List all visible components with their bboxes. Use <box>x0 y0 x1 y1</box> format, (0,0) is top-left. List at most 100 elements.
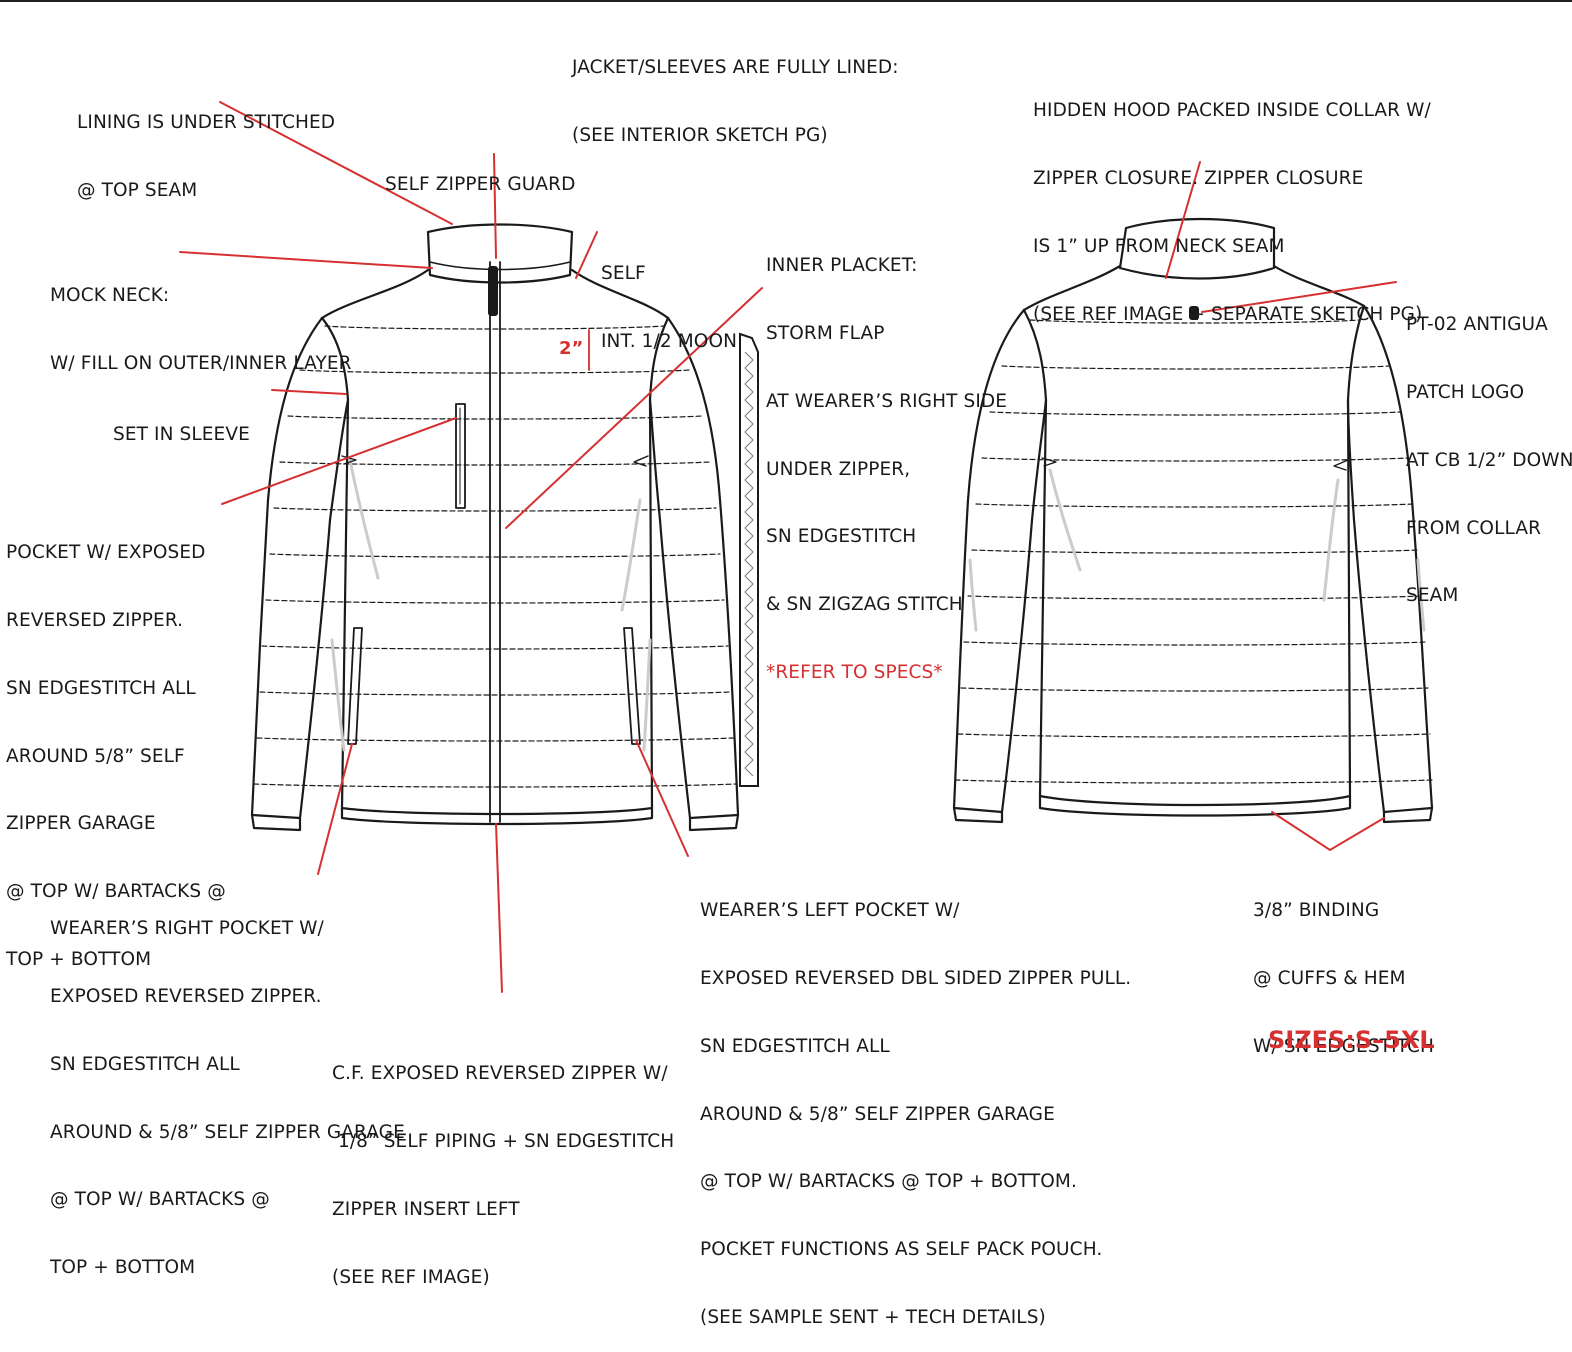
front-shading-right-low <box>642 638 652 752</box>
front-shoulder-right <box>570 268 670 320</box>
leader-chest-pocket <box>221 417 457 505</box>
chest-pocket-note: POCKET W/ EXPOSED REVERSED ZIPPER. SN ED… <box>6 497 226 994</box>
note-line: ZIPPER CLOSURE. ZIPPER CLOSURE <box>1033 167 1364 189</box>
patch-logo <box>1189 306 1199 320</box>
leader-half-moon <box>575 231 598 279</box>
inner-placket-note: INNER PLACKET: STORM FLAP AT WEARER’S RI… <box>766 210 1007 707</box>
note-line: WEARER’S LEFT POCKET W/ <box>700 900 960 922</box>
note-line: SN EDGESTITCH ALL <box>6 677 196 699</box>
note-line: STORM FLAP <box>766 322 885 344</box>
note-line: IS 1” UP FROM NECK SEAM <box>1033 235 1285 257</box>
leader-inner-placket <box>505 287 763 529</box>
lined-note-line: (SEE INTERIOR SKETCH PG) <box>572 124 828 146</box>
note-line: EXPOSED REVERSED ZIPPER. <box>50 985 322 1007</box>
back-jacket-sketch <box>952 217 1434 824</box>
note-line: PATCH LOGO <box>1406 381 1525 403</box>
note-line: @ TOP SEAM <box>77 179 198 201</box>
leader-right-pocket <box>317 743 353 875</box>
lined-note-line: JACKET/SLEEVES ARE FULLY LINED: <box>572 57 899 79</box>
note-line: C.F. EXPOSED REVERSED ZIPPER W/ <box>332 1063 668 1085</box>
leader-binding <box>1271 811 1385 852</box>
inner-placket-sketch <box>739 332 759 787</box>
note-line: (SEE SAMPLE SENT + TECH DETAILS) <box>700 1306 1046 1328</box>
note-line: SN EDGESTITCH ALL <box>700 1035 890 1057</box>
binding-note: 3/8” BINDING @ CUFFS & HEM W/ SN EDGESTI… <box>1253 855 1434 1081</box>
back-sleeve-detail-right <box>1333 459 1349 471</box>
back-sleeve-left <box>952 308 1048 814</box>
back-shoulder-right <box>1272 264 1366 308</box>
note-line: AT CB 1/2” DOWN <box>1406 449 1572 471</box>
quilt-spacing-label: 2” <box>559 338 584 359</box>
right-hand-pocket <box>347 627 363 745</box>
note-line: 1/8” SELF PIPING + SN EDGESTITCH <box>332 1130 675 1152</box>
note-line: SN EDGESTITCH <box>766 526 917 548</box>
front-shading-left-low <box>330 638 346 752</box>
back-shading-right-low <box>1416 558 1426 632</box>
note-line: INT. 1/2 MOON <box>601 330 738 352</box>
cf-zipper-note: C.F. EXPOSED REVERSED ZIPPER W/ 1/8” SEL… <box>332 1018 674 1312</box>
leader-set-in-sleeve <box>271 389 347 395</box>
leader-left-pocket <box>635 739 689 857</box>
note-line: LINING IS UNDER STITCHED <box>77 112 336 134</box>
note-line: (SEE REF IMAGE) <box>332 1266 490 1288</box>
note-line: FROM COLLAR <box>1406 517 1542 539</box>
note-line: AROUND & 5/8” SELF ZIPPER GARAGE <box>700 1103 1055 1125</box>
left-hand-pocket <box>623 627 641 745</box>
note-line: SEAM <box>1406 585 1459 607</box>
note-line: ZIPPER GARAGE <box>6 813 156 835</box>
note-line: 3/8” BINDING <box>1253 900 1380 922</box>
front-sleeve-right <box>648 316 740 820</box>
note-line: AT WEARER’S RIGHT SIDE <box>766 390 1008 412</box>
leader-zipper-guard <box>493 153 497 259</box>
patch-logo-note: PT-02 ANTIGUA PATCH LOGO AT CB 1/2” DOWN… <box>1406 269 1572 631</box>
note-line: & SN ZIGZAG STITCH <box>766 594 963 616</box>
note-line: WEARER’S RIGHT POCKET W/ <box>50 918 324 940</box>
note-line: INNER PLACKET: <box>766 255 918 277</box>
note-line: REVERSED ZIPPER. <box>6 609 184 631</box>
leader-patch-logo <box>1201 281 1397 313</box>
front-jacket-sketch <box>250 223 740 832</box>
note-line: POCKET W/ EXPOSED <box>6 542 206 564</box>
set-in-sleeve-note: SET IN SLEEVE <box>113 379 250 469</box>
back-shading-left <box>1048 468 1082 572</box>
note-line: W/ FILL ON OUTER/INNER LAYER <box>50 352 352 374</box>
back-sleeve-detail-left <box>1041 457 1057 467</box>
tech-sketch <box>179 101 1434 993</box>
front-hem-band <box>340 806 654 826</box>
back-sleeve-right <box>1346 304 1434 814</box>
note-line: UNDER ZIPPER, <box>766 458 911 480</box>
hidden-hood-note: HIDDEN HOOD PACKED INSIDE COLLAR W/ ZIPP… <box>1033 55 1431 349</box>
note-line: W/ SN EDGESTITCH <box>1253 1035 1434 1057</box>
zipper-guard-note: SELF ZIPPER GUARD <box>385 129 575 219</box>
back-collar <box>1118 217 1276 280</box>
front-shading-left <box>348 458 380 580</box>
note-line: SELF <box>601 263 646 285</box>
half-moon-note: SELF INT. 1/2 MOON <box>601 218 737 376</box>
front-shading-right <box>620 498 642 612</box>
back-shading-right <box>1322 478 1340 602</box>
note-line: ZIPPER INSERT LEFT <box>332 1198 520 1220</box>
note-line: SELF ZIPPER GUARD <box>385 174 576 196</box>
front-collar <box>426 223 574 284</box>
note-line: @ TOP W/ BARTACKS @ <box>6 881 226 903</box>
top-border <box>0 0 1572 2</box>
left-pocket-note: WEARER’S LEFT POCKET W/ EXPOSED REVERSED… <box>700 855 1131 1352</box>
callout-lines <box>179 101 1397 993</box>
note-line: @ CUFFS & HEM <box>1253 967 1406 989</box>
note-line: PT-02 ANTIGUA <box>1406 314 1548 336</box>
note-line: AROUND 5/8” SELF <box>6 745 185 767</box>
note-line: (SEE REF IMAGE + SEPARATE SKETCH PG) <box>1033 303 1423 325</box>
note-line: HIDDEN HOOD PACKED INSIDE COLLAR W/ <box>1033 100 1431 122</box>
lined-note: JACKET/SLEEVES ARE FULLY LINED: (SEE INT… <box>572 12 899 170</box>
leader-hood <box>1165 161 1201 279</box>
back-hem-band <box>1038 794 1352 817</box>
back-body-outline <box>1022 304 1366 807</box>
front-cuff-right <box>688 813 740 832</box>
lining-stitched-note: LINING IS UNDER STITCHED @ TOP SEAM <box>77 67 335 225</box>
note-line: SN EDGESTITCH ALL <box>50 1053 240 1075</box>
back-cuff-right <box>1382 806 1434 824</box>
refer-to-specs-note: *REFER TO SPECS* <box>766 661 943 683</box>
mock-neck-note: MOCK NECK: W/ FILL ON OUTER/INNER LAYER <box>50 240 352 398</box>
front-quilting-lines <box>253 325 737 788</box>
front-cuff-left <box>250 813 302 832</box>
